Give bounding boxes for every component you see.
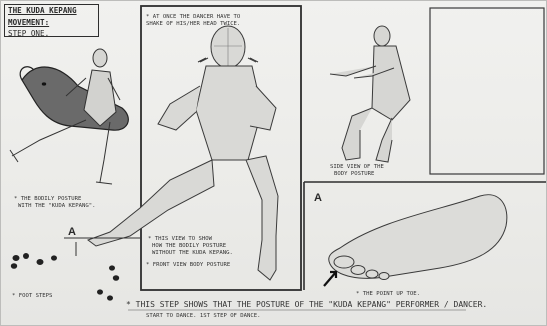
note-front-view-c: without the kuda kepang. xyxy=(152,250,233,257)
note-summary-b: Start to dance. 1st step of dance. xyxy=(146,313,261,320)
note-bodily-posture-b: with the "kuda kepang". xyxy=(18,203,95,210)
title-line-2: Movement: xyxy=(5,17,98,29)
note-dancer-head: * At once the dancer have to shake of hi… xyxy=(146,14,242,28)
note-front-view-d: * Front view body posture xyxy=(146,262,230,269)
note-foot-steps: * Foot steps xyxy=(12,293,52,300)
note-point-up-toe: * The point up toe. xyxy=(356,291,420,298)
note-side-view-b: body posture xyxy=(334,171,374,178)
note-bodily-posture-a: * The bodily posture xyxy=(14,196,81,203)
label-a-right: A xyxy=(314,192,322,204)
title-line-1: The Kuda Kepang xyxy=(5,5,98,17)
note-summary-a: * This step shows that the posture of th… xyxy=(126,300,546,310)
note-front-view-b: how the bodily posture xyxy=(152,243,226,250)
title-box: The Kuda Kepang Movement: Step one. xyxy=(4,4,99,37)
label-a-left: A xyxy=(68,226,76,238)
title-line-3: Step one. xyxy=(5,28,98,40)
note-front-view-a: * This view to show xyxy=(148,236,212,243)
note-side-view-a: Side view of the xyxy=(330,164,384,171)
